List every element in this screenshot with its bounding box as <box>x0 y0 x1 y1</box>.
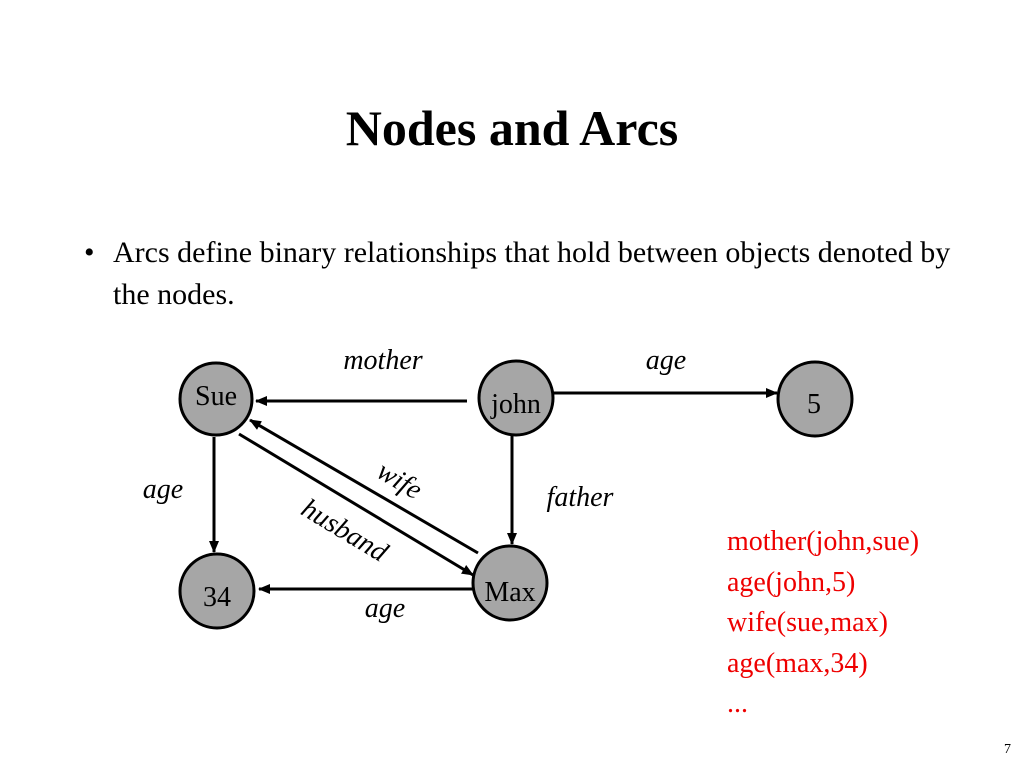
arc-label-mother: mother <box>343 345 422 376</box>
arc-lines <box>209 388 778 594</box>
arc-label-age-john: age <box>646 345 686 376</box>
slide-title: Nodes and Arcs <box>345 100 679 156</box>
node-max: Max <box>471 544 549 622</box>
arc-label-father: father <box>547 482 614 513</box>
fact-line: age(max,34) <box>727 647 868 679</box>
node-label-max: Max <box>484 577 535 608</box>
node-label-five: 5 <box>807 389 821 420</box>
node-thirtyfour: 34 <box>178 552 256 630</box>
node-john: john <box>477 359 555 437</box>
node-label-thirtyfour: 34 <box>203 582 231 613</box>
node-sue: Sue <box>178 361 254 437</box>
arc-wife <box>249 418 479 555</box>
node-label-john: john <box>490 389 541 420</box>
page-number: 7 <box>1004 742 1011 757</box>
arc-label-wife: wife <box>371 455 427 506</box>
fact-line: wife(sue,max) <box>727 607 888 638</box>
node-five: 5 <box>776 360 854 438</box>
arc-label-age-max: age <box>365 593 405 624</box>
fact-line: mother(john,sue) <box>727 526 920 557</box>
predicate-facts-list: mother(john,sue) age(john,5) wife(sue,ma… <box>727 522 919 725</box>
arc-label-husband: husband <box>296 493 394 569</box>
arc-label-age-sue: age <box>143 474 183 505</box>
bullet-text: Arcs define binary relationships that ho… <box>113 236 951 311</box>
node-label-sue: Sue <box>195 381 237 412</box>
fact-line-ellipsis: ... <box>727 688 748 719</box>
bullet-marker: • <box>84 236 95 269</box>
arc-husband <box>238 432 474 577</box>
fact-line: age(john,5) <box>727 566 856 598</box>
bullet-item: • Arcs define binary relationships that … <box>84 232 973 316</box>
